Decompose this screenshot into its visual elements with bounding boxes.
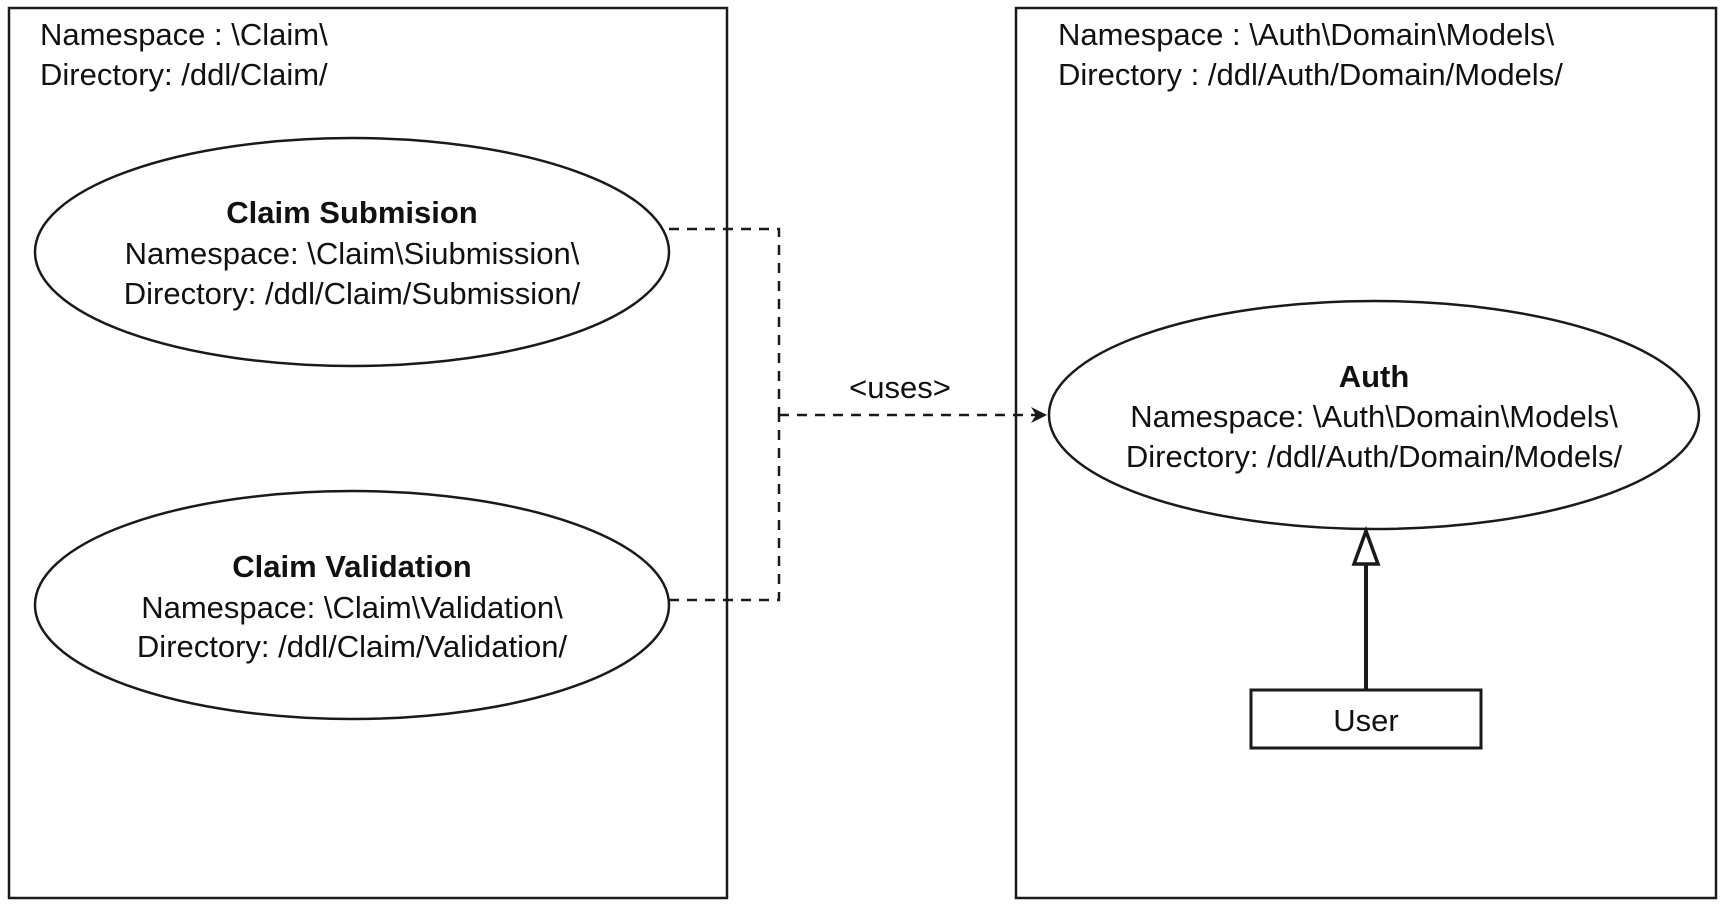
claim-validation-oval <box>33 489 671 721</box>
claim-submission-directory: Directory: /ddl/Claim/Submission/ <box>124 276 581 311</box>
auth-namespace: Namespace: \Auth\Domain\Models\ <box>1130 399 1618 434</box>
claim-validation-directory: Directory: /ddl/Claim/Validation/ <box>137 629 568 664</box>
uses-dependency[interactable]: <uses> <box>669 227 1047 602</box>
auth-package-namespace: Namespace : \Auth\Domain\Models\ <box>1058 17 1555 52</box>
auth-package-directory: Directory : /ddl/Auth/Domain/Models/ <box>1058 57 1563 92</box>
claim-validation-namespace: Namespace: \Claim\Validation\ <box>141 590 563 625</box>
user-class-box <box>1249 688 1483 750</box>
claim-package-directory: Directory: /ddl/Claim/ <box>40 57 328 92</box>
claim-validation-title: Claim Validation <box>232 549 471 584</box>
claim-validation-usecase[interactable]: Claim Validation Namespace: \Claim\Valid… <box>33 489 671 721</box>
auth-oval <box>1047 299 1701 531</box>
claim-package-namespace: Namespace : \Claim\ <box>40 17 328 52</box>
uses-label: <uses> <box>849 370 951 405</box>
user-class-label: User <box>1333 703 1398 738</box>
claim-submission-title: Claim Submision <box>226 195 477 230</box>
auth-title: Auth <box>1339 359 1410 394</box>
user-generalization[interactable] <box>1351 525 1381 690</box>
submission-connector <box>669 227 781 415</box>
claim-submission-usecase[interactable]: Claim Submision Namespace: \Claim\Siubmi… <box>33 136 671 368</box>
claim-submission-oval <box>33 136 671 368</box>
auth-usecase[interactable]: Auth Namespace: \Auth\Domain\Models\ Dir… <box>1047 299 1701 531</box>
user-class[interactable]: User <box>1249 688 1483 750</box>
claim-submission-namespace: Namespace: \Claim\Siubmission\ <box>125 236 580 271</box>
auth-directory: Directory: /ddl/Auth/Domain/Models/ <box>1126 439 1623 474</box>
validation-connector <box>669 415 781 602</box>
generalization-arrowhead-icon <box>1351 525 1381 566</box>
